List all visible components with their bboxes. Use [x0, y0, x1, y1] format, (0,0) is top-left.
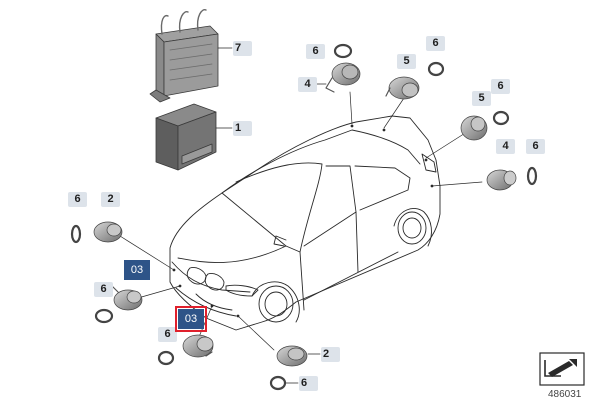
sealing-ring-left-a [70, 224, 82, 244]
callout-6-right-a[interactable]: 6 [491, 79, 510, 94]
sealing-ring-right-a [492, 110, 510, 126]
callout-7[interactable]: 7 [233, 41, 252, 56]
callout-2-bottom[interactable]: 2 [321, 347, 340, 362]
sealing-ring-top-b [427, 61, 445, 77]
pdc-sensor-bottom-right [276, 345, 308, 367]
pdc-sensor-bottom-selected [182, 334, 214, 358]
callout-1[interactable]: 1 [233, 121, 252, 136]
callout-6-bottom-a[interactable]: 6 [158, 327, 177, 342]
sealing-ring-right-b [526, 166, 538, 186]
callout-2-left[interactable]: 2 [101, 192, 120, 207]
leader-lines [119, 91, 483, 351]
mount-points [172, 124, 434, 318]
pdc-sensor-left-upper [93, 221, 123, 243]
callout-6-top-b[interactable]: 6 [426, 36, 445, 51]
callout-5-right[interactable]: 5 [472, 91, 491, 106]
callout-6-top-a[interactable]: 6 [306, 44, 325, 59]
callout-5-top[interactable]: 5 [397, 54, 416, 69]
sealing-ring-bottom-a [157, 350, 175, 366]
control-unit-holder-part [149, 9, 219, 103]
pdc-sensor-left-lower [111, 285, 143, 311]
sealing-ring-top-a [333, 43, 353, 59]
car-outline [169, 115, 441, 331]
reference-box-selected[interactable]: 03 [175, 306, 207, 332]
callout-6-bottom-b[interactable]: 6 [299, 376, 318, 391]
pdc-sensor-top-left [325, 62, 361, 93]
callout-4-right[interactable]: 4 [496, 139, 515, 154]
control-unit-part [155, 103, 217, 171]
callout-6-left-a[interactable]: 6 [68, 192, 87, 207]
sealing-ring-bottom-b [269, 375, 287, 391]
callout-6-right-b[interactable]: 6 [526, 139, 545, 154]
pdc-sensor-right-upper [460, 115, 488, 141]
navigate-back-arrow-icon[interactable] [539, 352, 585, 386]
sealing-ring-left-b [94, 308, 114, 324]
pdc-sensor-right-lower [486, 169, 517, 191]
callout-6-left-b[interactable]: 6 [94, 282, 113, 297]
pdc-sensor-top-center [385, 76, 420, 100]
diagram-id-label: 486031 [548, 389, 582, 400]
callout-4-top[interactable]: 4 [298, 77, 317, 92]
reference-box-left[interactable]: 03 [124, 260, 150, 280]
